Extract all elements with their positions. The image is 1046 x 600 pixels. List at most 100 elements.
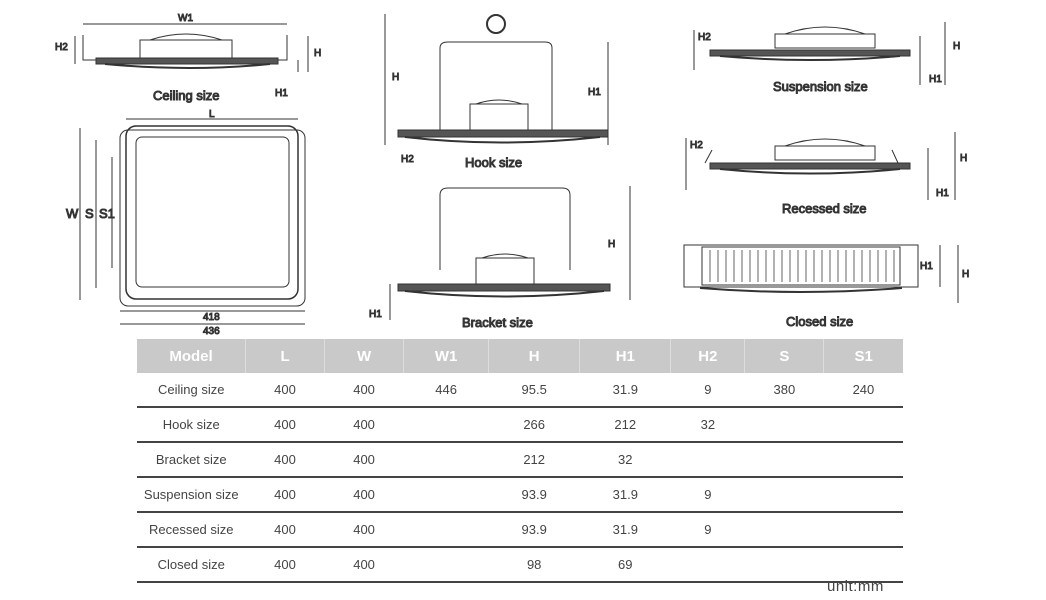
column-header: H1	[579, 339, 672, 373]
value-cell: 212	[579, 407, 671, 443]
dim-418: 418	[203, 312, 220, 323]
value-cell: 446	[403, 373, 489, 408]
value-cell: 400	[324, 373, 404, 408]
value-cell: 212	[488, 442, 580, 478]
column-header: Model	[137, 339, 246, 373]
dim-w1: W1	[178, 13, 193, 24]
dim-h2: H2	[401, 154, 414, 165]
dim-h: H	[962, 269, 969, 280]
column-header: W	[324, 339, 405, 373]
bracket-size-label: Bracket size	[462, 315, 533, 330]
value-cell	[744, 512, 824, 548]
column-header: S	[744, 339, 825, 373]
dim-h2: H2	[690, 140, 703, 151]
table-header-row: Model L W W1 H H1 H2 S S1	[137, 339, 903, 373]
suspension-size-label: Suspension size	[773, 79, 868, 94]
value-cell: 400	[245, 373, 325, 408]
value-cell	[744, 407, 824, 443]
column-header: H2	[670, 339, 746, 373]
suspension-view: H2 H H1 Suspension size	[693, 22, 961, 95]
value-cell	[403, 407, 489, 443]
dim-h1: H1	[920, 261, 933, 272]
dim-h: H	[392, 72, 399, 83]
value-cell	[823, 477, 903, 513]
dim-h1: H1	[588, 87, 601, 98]
value-cell: 400	[245, 477, 325, 513]
value-cell	[823, 442, 903, 478]
value-cell: 32	[670, 407, 745, 443]
hook-view: H H1 H2 Hook size	[384, 14, 609, 171]
dim-l: L	[209, 109, 215, 120]
unit-label: unit:mm	[827, 578, 884, 595]
value-cell: 400	[324, 512, 404, 548]
value-cell: 95.5	[488, 373, 580, 408]
model-cell: Ceiling size	[137, 373, 246, 408]
value-cell: 400	[324, 547, 404, 583]
value-cell	[823, 407, 903, 443]
value-cell: 9	[670, 477, 745, 513]
column-header: W1	[403, 339, 490, 373]
value-cell: 400	[245, 547, 325, 583]
dim-436: 436	[203, 326, 220, 337]
dim-w: W	[66, 206, 79, 221]
value-cell: 93.9	[488, 512, 580, 548]
value-cell: 400	[324, 442, 404, 478]
closed-size-label: Closed size	[786, 314, 853, 329]
value-cell: 9	[670, 373, 745, 408]
value-cell: 93.9	[488, 477, 580, 513]
value-cell	[744, 477, 824, 513]
value-cell: 31.9	[579, 512, 671, 548]
column-header: S1	[823, 339, 903, 373]
value-cell: 32	[579, 442, 671, 478]
value-cell: 400	[245, 442, 325, 478]
dim-h1: H1	[275, 88, 288, 99]
dim-h1: H1	[936, 188, 949, 199]
dim-s: S	[85, 206, 94, 221]
recessed-view: H2 H H1 Recessed size	[685, 132, 968, 217]
dim-h2: H2	[698, 32, 711, 43]
value-cell: 400	[324, 477, 404, 513]
column-header: L	[245, 339, 326, 373]
model-cell: Hook size	[137, 407, 246, 443]
dim-h: H	[608, 239, 615, 250]
hook-size-label: Hook size	[465, 155, 522, 170]
dim-h: H	[960, 153, 967, 164]
dim-h1: H1	[369, 309, 382, 320]
value-cell: 31.9	[579, 477, 671, 513]
value-cell: 9	[670, 512, 745, 548]
ceiling-size-label: Ceiling size	[153, 88, 219, 103]
value-cell	[823, 512, 903, 548]
value-cell	[403, 512, 489, 548]
value-cell: 380	[744, 373, 824, 408]
value-cell	[823, 547, 903, 583]
value-cell	[403, 547, 489, 583]
value-cell: 400	[245, 407, 325, 443]
dim-s1: S1	[99, 206, 115, 221]
vent-slats	[709, 250, 895, 282]
dim-h: H	[953, 41, 960, 52]
model-cell: Bracket size	[137, 442, 246, 478]
value-cell: 98	[488, 547, 580, 583]
value-cell	[670, 442, 745, 478]
value-cell	[744, 547, 824, 583]
dimension-drawings: W1 H2 H H1 Ceiling size L W S S1 418 436…	[55, 13, 970, 338]
value-cell	[403, 477, 489, 513]
model-cell: Recessed size	[137, 512, 246, 548]
model-cell: Closed size	[137, 547, 246, 583]
value-cell: 266	[488, 407, 580, 443]
value-cell: 400	[245, 512, 325, 548]
value-cell: 69	[579, 547, 671, 583]
recessed-size-label: Recessed size	[782, 201, 867, 216]
value-cell: 31.9	[579, 373, 671, 408]
ceiling-side-view: W1 H2 H H1 Ceiling size	[55, 13, 322, 104]
value-cell	[744, 442, 824, 478]
bracket-view: H H1 Bracket size	[369, 186, 631, 331]
column-header: H	[488, 339, 581, 373]
value-cell	[670, 547, 745, 583]
